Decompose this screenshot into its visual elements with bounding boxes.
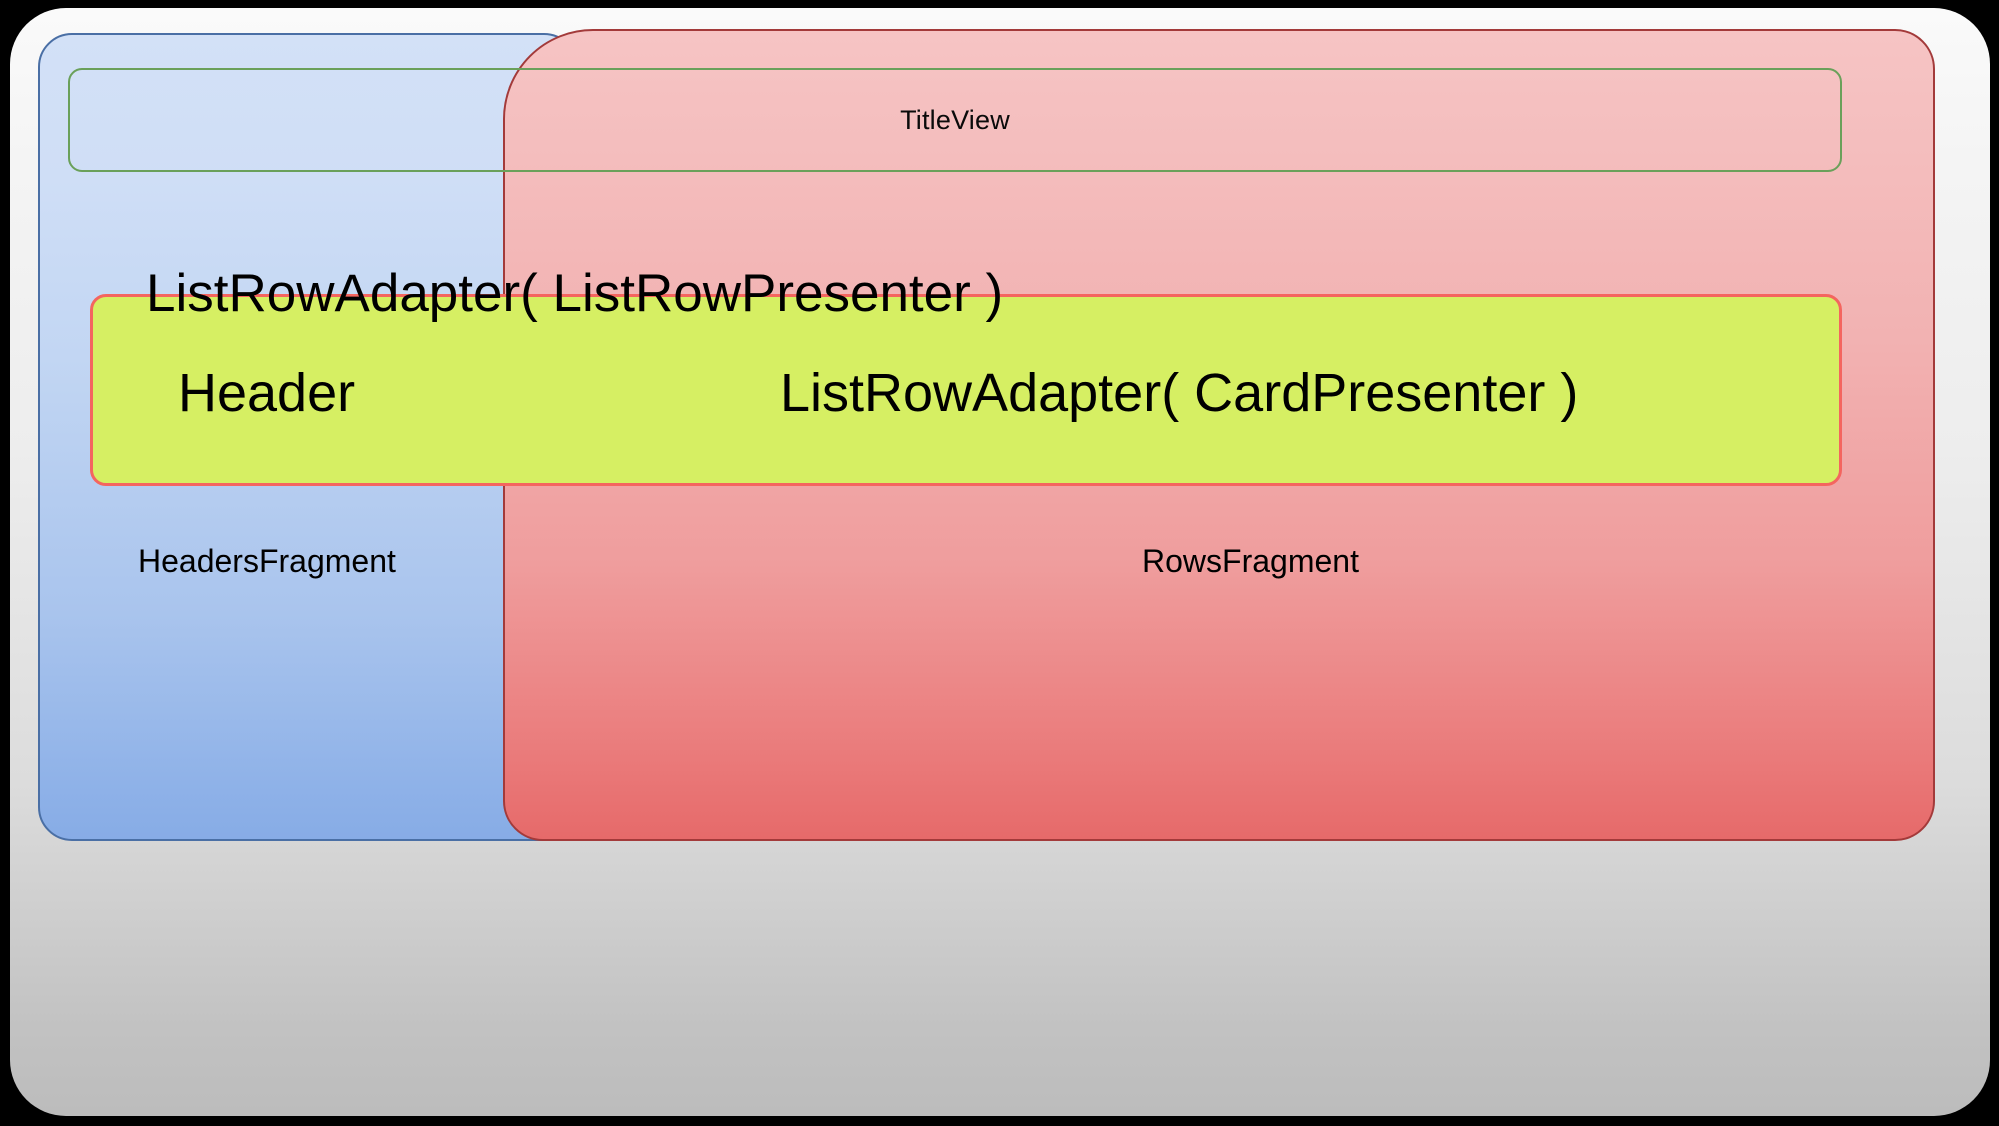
headers-fragment-label: HeadersFragment [138, 543, 396, 579]
list-row-band [90, 294, 1842, 486]
list-row-adapter-list-row-presenter-label: ListRowAdapter( ListRowPresenter ) [146, 264, 1004, 323]
header-label: Header [178, 363, 356, 423]
title-view-label: TitleView [900, 104, 1010, 135]
list-row-adapter-card-presenter-label: ListRowAdapter( CardPresenter ) [780, 363, 1579, 423]
title-view-box: TitleView [68, 68, 1842, 172]
rows-fragment-label: RowsFragment [1142, 543, 1359, 579]
